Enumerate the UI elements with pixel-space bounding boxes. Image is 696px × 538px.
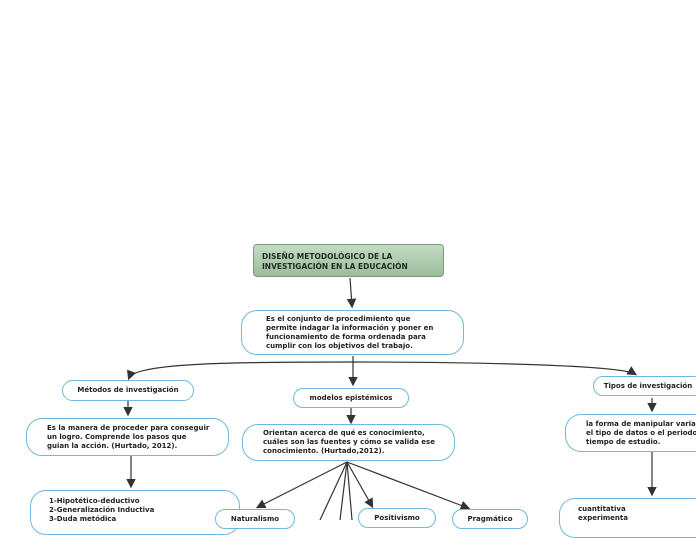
metodos-description: Es la manera de proceder para conseguir …	[47, 423, 210, 450]
metodos-label: Métodos de investigación	[77, 386, 179, 394]
naturalismo-label: Naturalismo	[230, 515, 280, 523]
definition-text: Es el conjunto de procedimiento que perm…	[266, 314, 434, 350]
positivismo-label: Positivismo	[374, 514, 420, 522]
tipos-node[interactable]: Tipos de investigación	[593, 376, 696, 396]
metodos-list-node[interactable]: 1-Hipotético-deductivo 2-Generalización …	[30, 490, 240, 535]
modelos-description: Orientan acerca de qué es conocimiento, …	[263, 429, 435, 455]
tipos-description: la forma de manipular variab el tipo de …	[586, 419, 696, 446]
tipos-label: Tipos de investigación	[603, 381, 693, 390]
pragmatico-node[interactable]: Pragmático	[452, 509, 528, 529]
definition-node[interactable]: Es el conjunto de procedimiento que perm…	[241, 310, 464, 355]
positivismo-node[interactable]: Positivismo	[358, 508, 436, 528]
metodos-node[interactable]: Métodos de investigación	[62, 380, 194, 401]
modelos-label: modelos epistémicos	[309, 393, 393, 402]
root-title: DISEÑO METODOLÓGICO DE LA INVESTIGACIÓN …	[262, 252, 408, 271]
modelos-description-node[interactable]: Orientan acerca de qué es conocimiento, …	[242, 424, 455, 461]
metodos-list: 1-Hipotético-deductivo 2-Generalización …	[49, 497, 155, 523]
metodos-description-node[interactable]: Es la manera de proceder para conseguir …	[26, 418, 229, 456]
modelos-node[interactable]: modelos epistémicos	[293, 388, 409, 408]
tipos-list-node[interactable]: cuantitativa experimenta	[559, 498, 696, 538]
connectors	[123, 277, 657, 520]
root-node[interactable]: DISEÑO METODOLÓGICO DE LA INVESTIGACIÓN …	[253, 244, 444, 277]
tipos-list: cuantitativa experimenta	[578, 505, 628, 522]
pragmatico-label: Pragmático	[467, 515, 513, 523]
naturalismo-node[interactable]: Naturalismo	[215, 509, 295, 529]
tipos-description-node[interactable]: la forma de manipular variab el tipo de …	[565, 414, 696, 452]
